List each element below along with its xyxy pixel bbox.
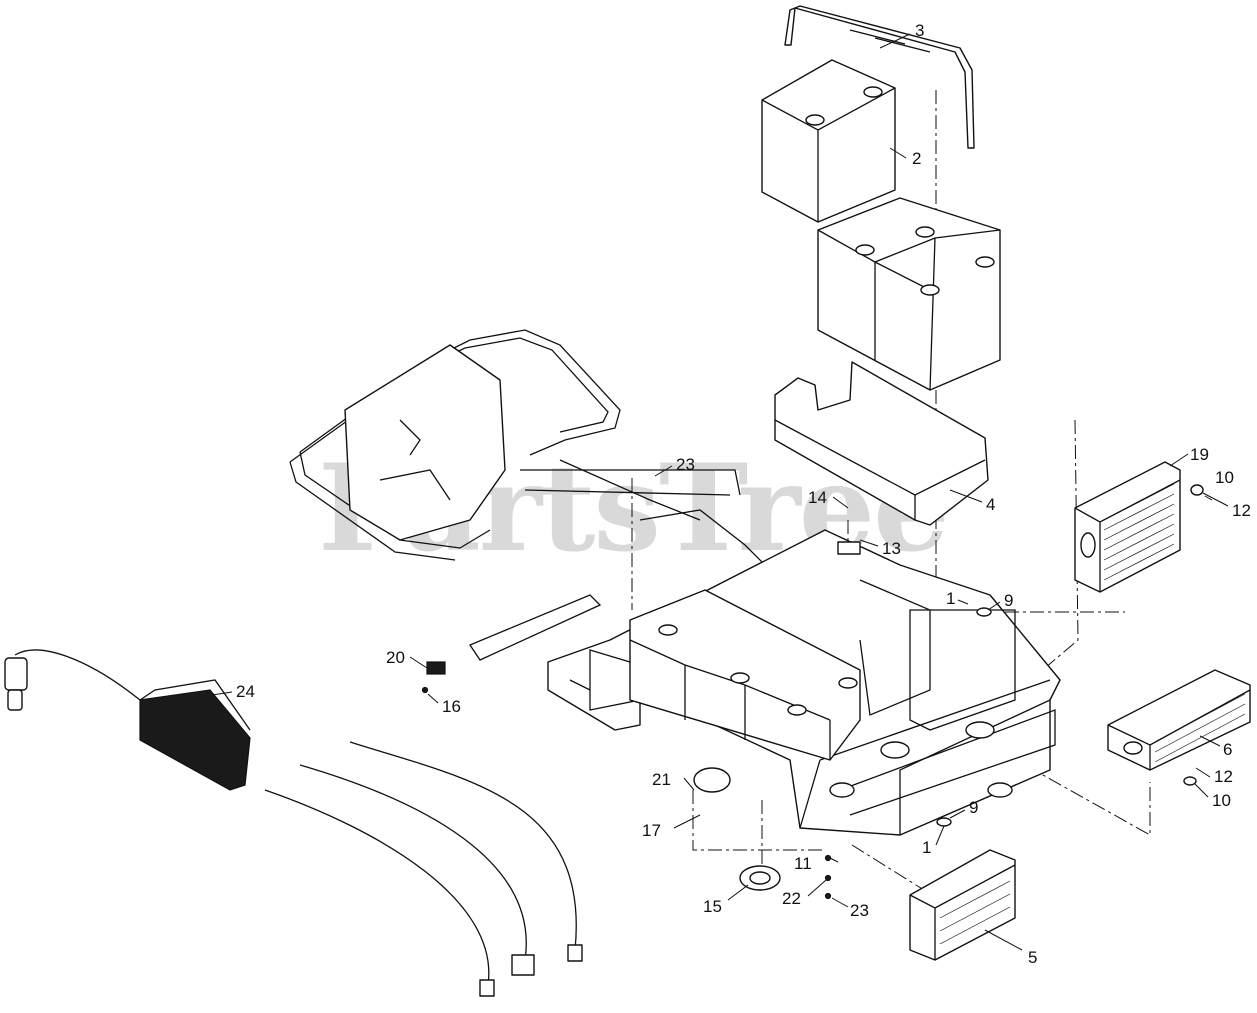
callout-9-upper: 9 <box>1004 591 1013 610</box>
callout-4: 4 <box>986 495 995 514</box>
callout-12-lower: 12 <box>1214 767 1233 786</box>
callout-3: 3 <box>915 21 924 40</box>
module-6 <box>1107 669 1251 771</box>
callout-15: 15 <box>703 897 722 916</box>
callout-9-lower: 9 <box>969 798 978 817</box>
controller-19 <box>1074 461 1181 593</box>
callout-13: 13 <box>882 539 901 558</box>
callout-14: 14 <box>808 488 827 507</box>
callout-10-upper: 10 <box>1215 468 1234 487</box>
callout-12-upper: 12 <box>1232 501 1251 520</box>
battery-tray <box>774 361 989 526</box>
callout-21: 21 <box>652 770 671 789</box>
callout-6: 6 <box>1223 740 1232 759</box>
callout-23-lower: 23 <box>850 901 869 920</box>
callout-1-lower: 1 <box>922 838 931 857</box>
battery-top <box>761 59 896 223</box>
callout-24: 24 <box>236 682 255 701</box>
callout-20: 20 <box>386 648 405 667</box>
charger-24 <box>4 649 251 791</box>
callouts: 3 2 4 19 10 12 23 14 13 1 9 20 16 24 6 1… <box>236 21 1251 967</box>
callout-10-lower: 10 <box>1212 791 1231 810</box>
battery-bank-lower <box>629 589 861 761</box>
power-cords <box>264 741 583 997</box>
battery-strap <box>784 5 975 149</box>
leader-lines <box>211 33 1229 951</box>
callout-11: 11 <box>794 854 812 873</box>
callout-23-upper: 23 <box>676 455 695 474</box>
callout-5: 5 <box>1028 948 1037 967</box>
small-parts <box>421 484 1204 900</box>
callout-16: 16 <box>442 697 461 716</box>
callout-1-upper: 1 <box>946 589 955 608</box>
callout-2: 2 <box>912 149 921 168</box>
battery-pair <box>817 197 1001 391</box>
callout-22: 22 <box>782 889 801 908</box>
module-5 <box>909 849 1016 961</box>
callout-17: 17 <box>642 821 661 840</box>
callout-19: 19 <box>1190 445 1209 464</box>
frame-handle <box>289 329 791 661</box>
